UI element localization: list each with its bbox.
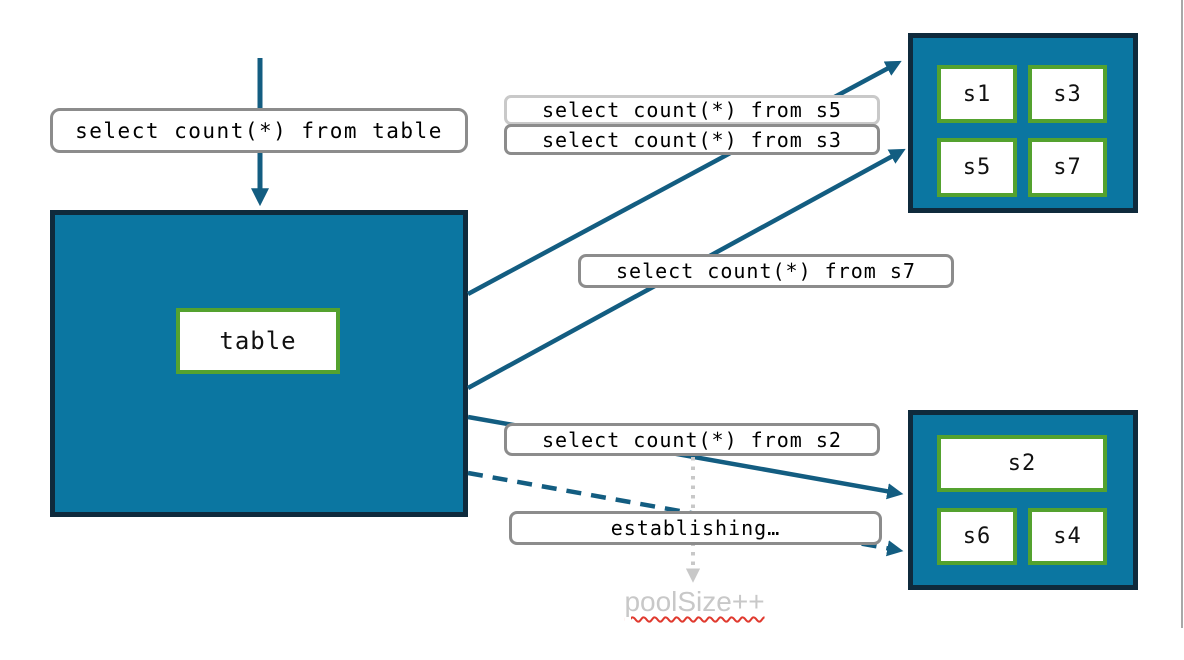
shard-cell-s3: s3 <box>1028 65 1107 123</box>
query-label-s5: select count(*) from s5 <box>504 95 880 125</box>
query-label-s2: select count(*) from s2 <box>504 423 880 456</box>
shard-cell-s4: s4 <box>1028 508 1107 565</box>
shard-cell-s5: s5 <box>937 138 1017 197</box>
shard-box-bottom: s2 s6 s4 <box>908 410 1138 590</box>
query-label-s7: select count(*) from s7 <box>578 254 954 288</box>
query-label-table: select count(*) from table <box>50 108 468 153</box>
poolsize-annotation: poolSize++ <box>624 586 765 617</box>
table-label-box: table <box>176 308 340 374</box>
shard-cell-s7: s7 <box>1028 138 1107 197</box>
establishing-label: establishing… <box>509 511 882 545</box>
query-label-s3: select count(*) from s3 <box>504 124 880 155</box>
shard-cell-s6: s6 <box>937 508 1017 565</box>
shard-box-top: s1 s3 s5 s7 <box>908 33 1138 213</box>
shard-cell-s1: s1 <box>937 65 1017 123</box>
table-box: table <box>50 210 468 517</box>
slide-edge-line <box>1181 0 1183 628</box>
shard-cell-s2: s2 <box>937 435 1107 492</box>
